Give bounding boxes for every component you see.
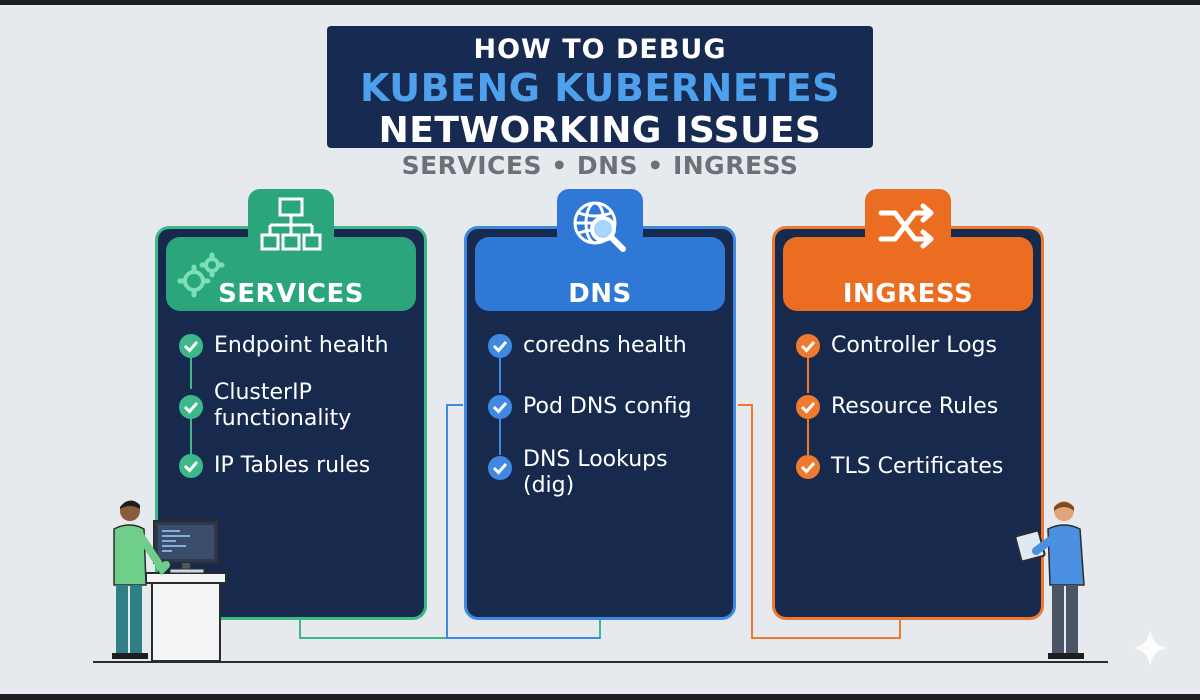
check-icon xyxy=(178,394,204,420)
check-icon xyxy=(487,394,513,420)
check-icon xyxy=(178,453,204,479)
timeline-line xyxy=(499,355,501,393)
card-services: SERVICES Endpoint health ClusterIP funct… xyxy=(155,226,427,620)
timeline-line xyxy=(190,355,192,389)
gears-icon xyxy=(177,252,225,298)
dns-badge xyxy=(557,189,643,263)
ground-line xyxy=(93,661,1108,663)
shuffle-icon xyxy=(878,203,934,249)
list-item: DNS Lookups (dig) xyxy=(479,447,725,525)
check-icon xyxy=(795,394,821,420)
connector-dns-left xyxy=(446,404,600,639)
card-ingress-header: INGRESS xyxy=(783,237,1033,311)
card-services-header: SERVICES xyxy=(166,237,416,311)
subtitle: SERVICES • DNS • INGRESS xyxy=(401,151,799,180)
frame-top-bar xyxy=(0,0,1200,5)
engineer-with-tablet-illustration xyxy=(1014,501,1085,659)
check-icon xyxy=(795,454,821,480)
card-services-title: SERVICES xyxy=(218,279,364,309)
check-icon xyxy=(178,333,204,359)
timeline-line xyxy=(499,419,501,455)
card-ingress: INGRESS Controller Logs Resource Rules T… xyxy=(772,226,1044,620)
engineer-at-computer-illustration xyxy=(112,500,227,662)
timeline-line xyxy=(807,355,809,393)
title-banner: HOW TO DEBUG KUBENG KUBERNETES NETWORKIN… xyxy=(327,26,873,151)
timeline-line xyxy=(190,415,192,455)
connector-dns-ingress xyxy=(738,404,901,639)
card-dns-title: DNS xyxy=(568,279,632,309)
ingress-badge xyxy=(865,189,951,263)
frame-bottom-bar xyxy=(0,694,1200,700)
hierarchy-icon xyxy=(260,197,322,251)
timeline-line xyxy=(807,419,809,455)
title-line-3: NETWORKING ISSUES xyxy=(378,110,822,151)
card-ingress-title: INGRESS xyxy=(842,279,974,309)
globe-search-icon xyxy=(573,201,626,252)
card-dns: DNS coredns health Pod DNS config DNS Lo… xyxy=(464,226,736,620)
list-item: ClusterIP functionality xyxy=(170,380,416,458)
check-icon xyxy=(795,333,821,359)
check-icon xyxy=(487,455,513,481)
services-badge xyxy=(248,189,334,263)
sparkle-icon xyxy=(1132,630,1168,666)
title-line-1: HOW TO DEBUG xyxy=(473,34,727,65)
check-icon xyxy=(487,333,513,359)
title-line-2: KUBENG KUBERNETES xyxy=(359,66,841,110)
